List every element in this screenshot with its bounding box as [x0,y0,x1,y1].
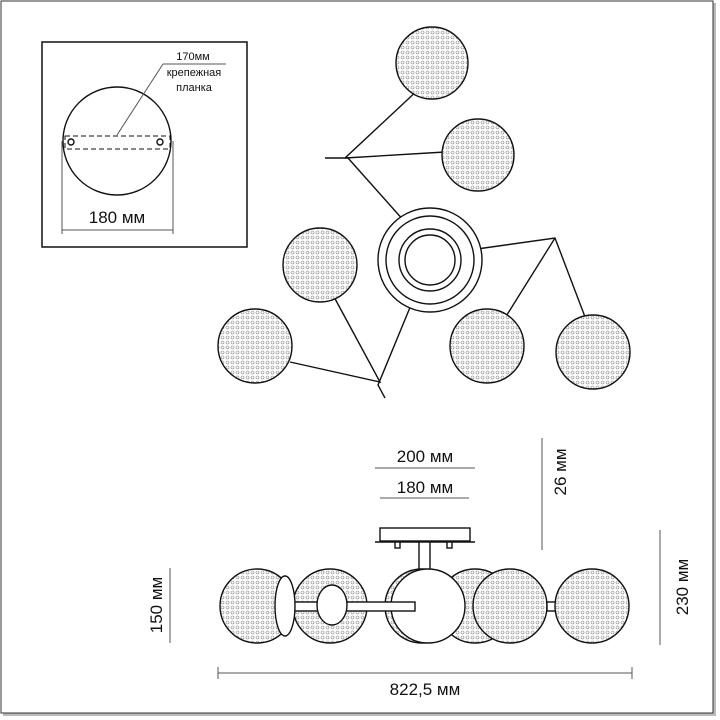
top-view [217,26,631,399]
canopy-inner-label: 180 мм [397,478,453,497]
mounting-plate-inset: 170мм крепежная планка 180 мм [41,41,248,248]
plate-diameter-label: 180 мм [89,208,145,227]
side-view-dimensions: 200 мм 180 мм 26 мм 230 мм 150 мм 822,5 … [147,438,692,699]
bar-label-line2: планка [176,82,213,94]
bar-label-line1: крепежная [167,67,222,79]
total-height-label: 230 мм [673,559,692,615]
canopy-height-label: 26 мм [551,448,570,495]
globe-diameter-label: 150 мм [147,577,166,633]
total-width-label: 822,5 мм [390,680,461,699]
bar-length-label: 170мм [176,51,209,63]
side-view [219,527,630,644]
canopy-outer-label: 200 мм [397,447,453,466]
